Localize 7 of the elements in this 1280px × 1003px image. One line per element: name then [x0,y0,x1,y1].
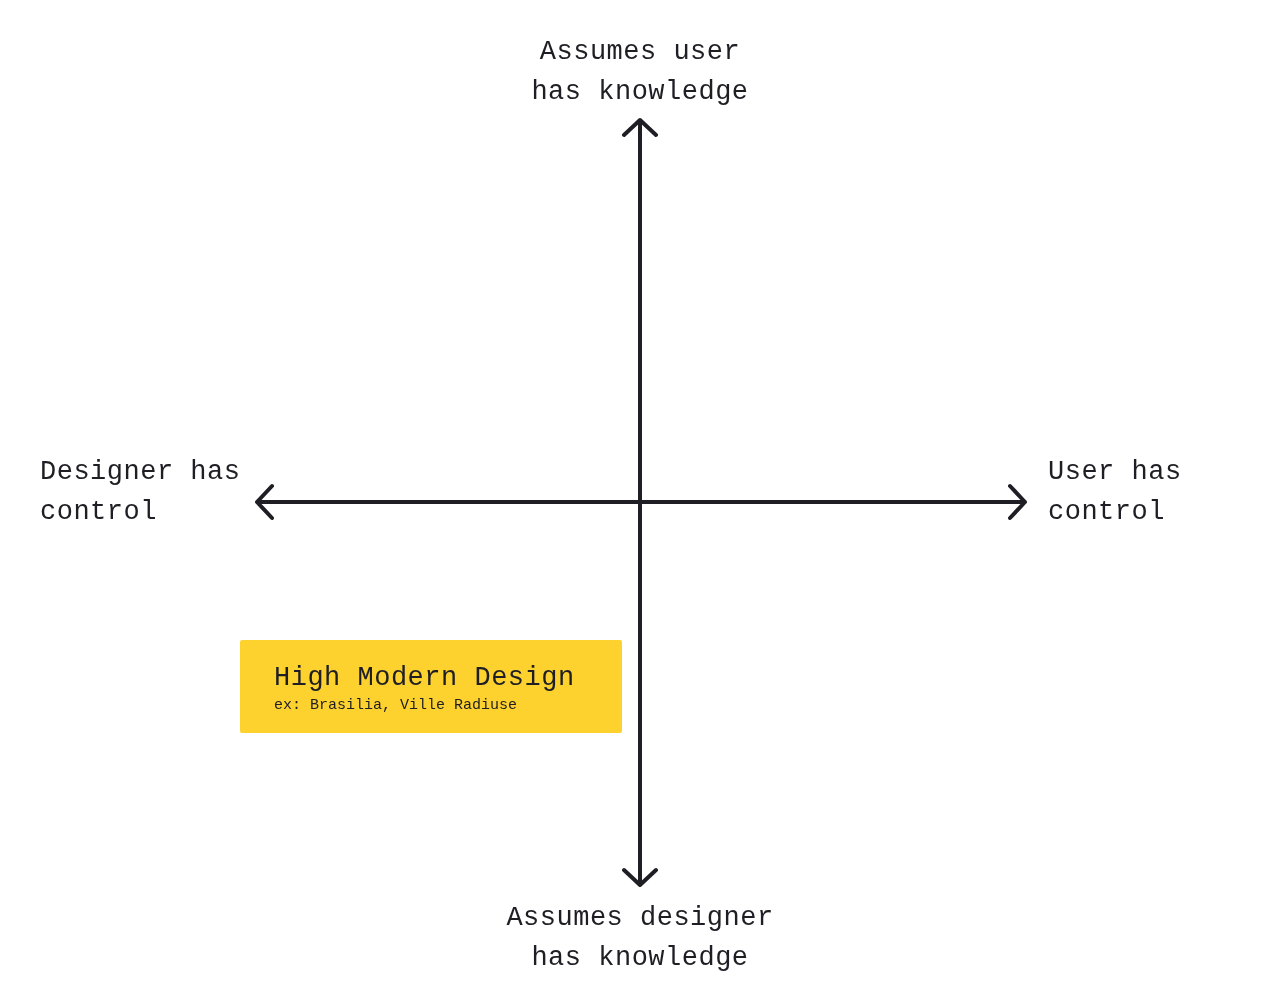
axis-label: Designer has control [40,456,242,529]
card-example-text: ex: Brasilia, Ville Radiuse [274,696,519,716]
quadrant-card [240,640,622,733]
axis-label: Assumes user has knowledge [530,36,750,109]
axis-label: Assumes designer has knowledge [505,902,775,975]
axis-label: User has control [1048,456,1183,529]
card-title: High Modern Design [274,662,576,695]
